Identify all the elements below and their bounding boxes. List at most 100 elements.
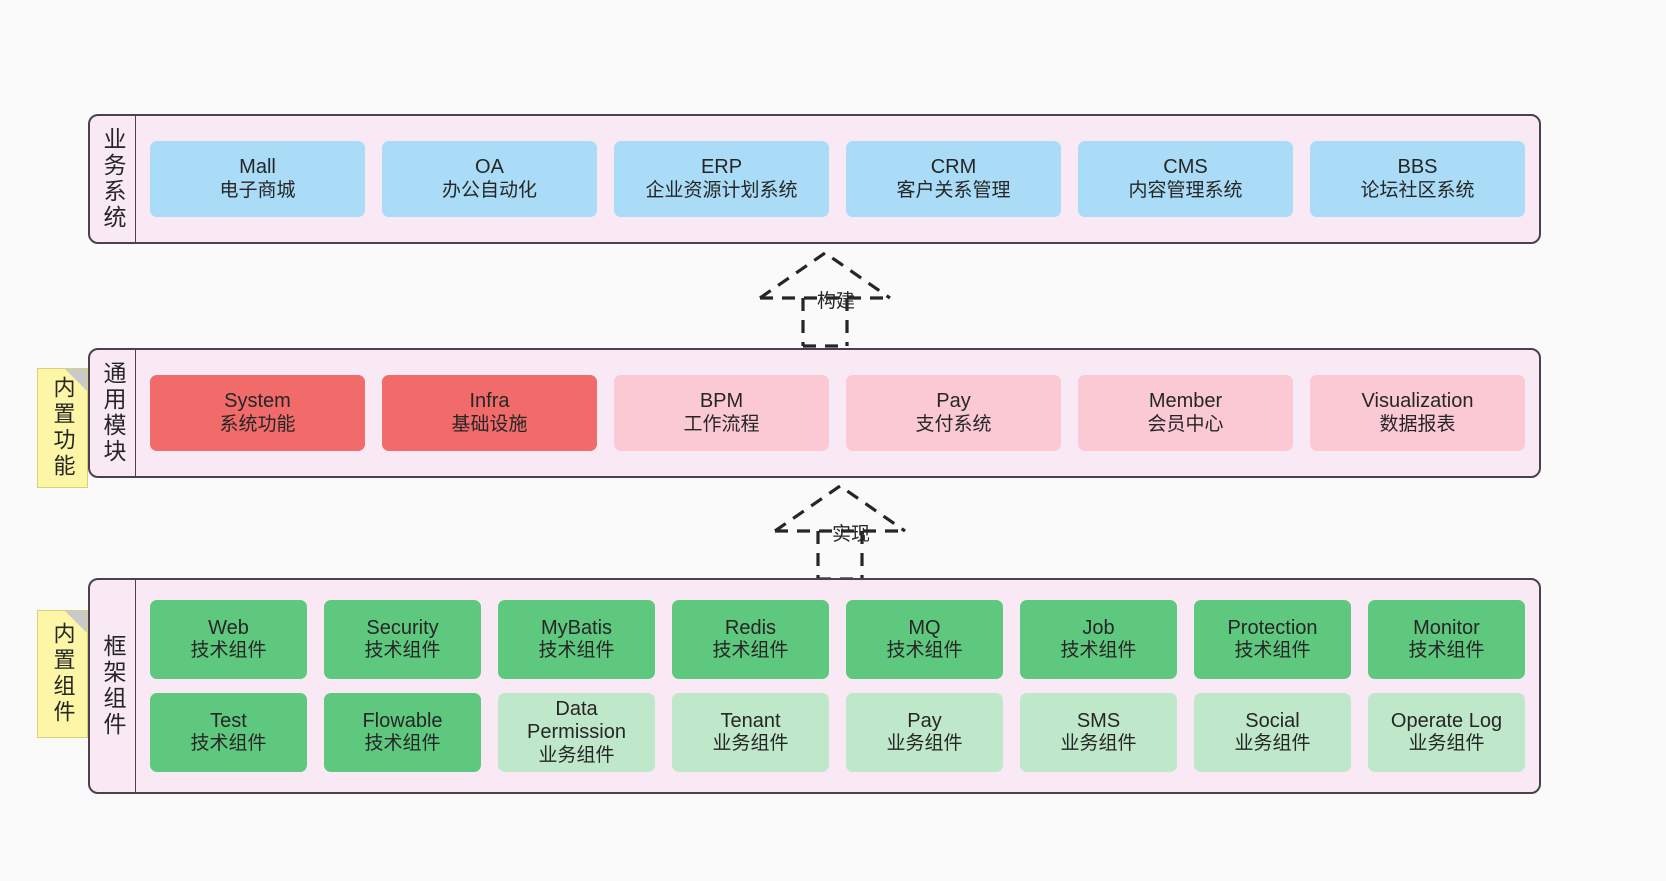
card-subtitle: 系统功能 [219,413,296,435]
card-subtitle: 技术组件 [1060,640,1137,662]
card-subtitle: 内容管理系统 [1128,179,1243,201]
card-mall[interactable]: Mall 电子商城 [150,141,365,217]
card-subtitle: 业务组件 [886,733,963,755]
layer-common-module[interactable]: 通用模块 System 系统功能 Infra 基础设施 BPM 工作流程 Pay… [88,348,1541,478]
note-label: 内置组件 [50,622,76,726]
card-title: Tenant [720,709,781,732]
card-row: System 系统功能 Infra 基础设施 BPM 工作流程 Pay 支付系统… [150,375,1525,451]
note-builtin-function[interactable]: 内置功能 [37,368,88,488]
note-fold-icon [65,369,87,391]
card-subtitle: 业务组件 [712,733,789,755]
card-subtitle: 企业资源计划系统 [645,179,798,201]
card-title: Mall [239,156,276,179]
card-redis[interactable]: Redis 技术组件 [672,600,829,679]
card-title: Flowable [362,709,443,732]
card-title: MQ [908,616,941,639]
layer-label-framework-component: 框架组件 [90,580,136,792]
card-title: OA [475,156,504,179]
card-data-permission[interactable]: Data Permission 业务组件 [498,693,655,772]
card-cms[interactable]: CMS 内容管理系统 [1078,141,1293,217]
card-bpm[interactable]: BPM 工作流程 [614,375,829,451]
layer-label-common-module: 通用模块 [90,350,136,476]
card-pay-component[interactable]: Pay 业务组件 [846,693,1003,772]
card-title: Visualization [1361,390,1474,413]
connector-implement: 实现 [770,483,930,583]
card-protection[interactable]: Protection 技术组件 [1194,600,1351,679]
card-row: Mall 电子商城 OA 办公自动化 ERP 企业资源计划系统 CRM 客户关系… [150,141,1525,217]
card-subtitle: 技术组件 [190,640,267,662]
card-subtitle: 数据报表 [1379,413,1456,435]
card-test[interactable]: Test 技术组件 [150,693,307,772]
card-bbs[interactable]: BBS 论坛社区系统 [1310,141,1525,217]
card-subtitle: 客户关系管理 [896,179,1011,201]
card-subtitle: 业务组件 [538,744,615,766]
card-subtitle: 技术组件 [364,733,441,755]
card-row: Test 技术组件 Flowable 技术组件 Data Permission … [150,693,1525,772]
card-subtitle: 办公自动化 [441,179,537,201]
card-subtitle: 工作流程 [683,413,760,435]
card-subtitle: 会员中心 [1147,413,1224,435]
card-subtitle: 技术组件 [190,733,267,755]
card-title: SMS [1076,709,1121,732]
card-mq[interactable]: MQ 技术组件 [846,600,1003,679]
card-title: CMS [1163,156,1208,179]
card-crm[interactable]: CRM 客户关系管理 [846,141,1061,217]
card-flowable[interactable]: Flowable 技术组件 [324,693,481,772]
layer-body-common-module: System 系统功能 Infra 基础设施 BPM 工作流程 Pay 支付系统… [136,350,1539,476]
card-erp[interactable]: ERP 企业资源计划系统 [614,141,829,217]
card-web[interactable]: Web 技术组件 [150,600,307,679]
card-subtitle: 业务组件 [1060,733,1137,755]
card-visualization[interactable]: Visualization 数据报表 [1310,375,1525,451]
card-pay-module[interactable]: Pay 支付系统 [846,375,1061,451]
card-infra[interactable]: Infra 基础设施 [382,375,597,451]
card-tenant[interactable]: Tenant 业务组件 [672,693,829,772]
layer-business-system[interactable]: 业务系统 Mall 电子商城 OA 办公自动化 ERP 企业资源计划系统 CRM… [88,114,1541,244]
card-subtitle: 业务组件 [1408,733,1485,755]
card-system[interactable]: System 系统功能 [150,375,365,451]
card-subtitle: 支付系统 [915,413,992,435]
card-subtitle: 论坛社区系统 [1360,179,1475,201]
layer-body-business-system: Mall 电子商城 OA 办公自动化 ERP 企业资源计划系统 CRM 客户关系… [136,116,1539,242]
card-title: Web [208,616,249,639]
card-title: Redis [724,616,777,639]
card-title: Data Permission [527,698,626,744]
card-title: Test [210,709,247,732]
card-subtitle: 技术组件 [712,640,789,662]
card-subtitle: 技术组件 [1234,640,1311,662]
layer-framework-component[interactable]: 框架组件 Web 技术组件 Security 技术组件 MyBatis 技术组件… [88,578,1541,794]
card-mybatis[interactable]: MyBatis 技术组件 [498,600,655,679]
note-label: 内置功能 [50,376,76,480]
card-security[interactable]: Security 技术组件 [324,600,481,679]
card-title: Operate Log [1390,709,1503,732]
card-subtitle: 电子商城 [219,179,296,201]
card-title: BPM [699,390,744,413]
card-monitor[interactable]: Monitor 技术组件 [1368,600,1525,679]
note-builtin-component[interactable]: 内置组件 [37,610,88,738]
card-subtitle: 业务组件 [1234,733,1311,755]
connector-build: 构建 [755,250,915,350]
card-job[interactable]: Job 技术组件 [1020,600,1177,679]
layer-body-framework-component: Web 技术组件 Security 技术组件 MyBatis 技术组件 Redi… [136,580,1539,792]
card-title: Infra [469,390,510,413]
arrowhead-left-right [774,484,906,533]
card-title: Job [1082,616,1115,639]
card-subtitle: 技术组件 [364,640,441,662]
card-title: Protection [1227,616,1318,639]
card-title: System [224,390,291,413]
card-row: Web 技术组件 Security 技术组件 MyBatis 技术组件 Redi… [150,600,1525,679]
card-oa[interactable]: OA 办公自动化 [382,141,597,217]
card-operate-log[interactable]: Operate Log 业务组件 [1368,693,1525,772]
card-sms[interactable]: SMS 业务组件 [1020,693,1177,772]
card-subtitle: 技术组件 [886,640,963,662]
card-title: Monitor [1413,616,1480,639]
note-fold-icon [65,611,87,633]
connector-label-build: 构建 [817,291,856,312]
card-social[interactable]: Social 业务组件 [1194,693,1351,772]
card-title: ERP [700,156,743,179]
card-member[interactable]: Member 会员中心 [1078,375,1293,451]
arrowhead-left-right [759,251,891,300]
card-title: Security [366,616,439,639]
card-title: CRM [930,156,977,179]
card-title: Pay [936,390,971,413]
